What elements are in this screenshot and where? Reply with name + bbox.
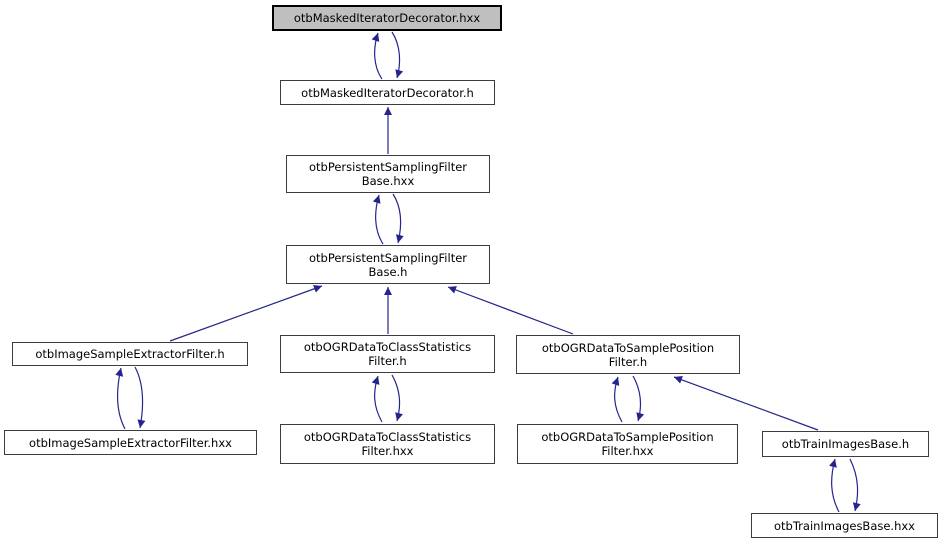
edge-trainimagesbase-h-to-ogrsampleposition-h bbox=[673, 376, 819, 431]
node-label: otbMaskedIteratorDecorator.h bbox=[301, 85, 474, 100]
node-otbimagesampleextractorfilter-h[interactable]: otbImageSampleExtractorFilter.h bbox=[12, 342, 248, 366]
edge-maskediterator-h-to-hxx bbox=[371, 32, 383, 80]
node-label: otbOGRDataToClassStatistics Filter.hxx bbox=[303, 430, 472, 458]
node-otbpersistentsamplingfilterbase-h[interactable]: otbPersistentSamplingFilter Base.h bbox=[286, 245, 490, 284]
node-label: otbPersistentSamplingFilter Base.h bbox=[308, 250, 468, 279]
edge-ogrsampleposition-h-to-persistentsampling-h bbox=[447, 286, 574, 335]
edge-imagesampleextractor-h-to-persistentsampling-h bbox=[169, 284, 323, 342]
node-label: otbTrainImagesBase.h bbox=[781, 437, 910, 451]
edge-maskediterator-hxx-to-h bbox=[391, 31, 404, 79]
edge-ogrsampleposition-h-to-hxx bbox=[632, 375, 645, 422]
node-otbpersistentsamplingfilterbase-hxx[interactable]: otbPersistentSamplingFilter Base.hxx bbox=[286, 155, 490, 193]
node-label: otbPersistentSamplingFilter Base.hxx bbox=[308, 160, 468, 188]
node-otbmaskediteratordecorator-h[interactable]: otbMaskedIteratorDecorator.h bbox=[280, 80, 495, 105]
node-otbogrdatatoclassstatisticsfilter-h[interactable]: otbOGRDataToClassStatistics Filter.h bbox=[280, 335, 495, 373]
node-otbmaskediteratordecorator-hxx: otbMaskedIteratorDecorator.hxx bbox=[272, 5, 502, 31]
edge-imagesampleextractor-h-to-hxx bbox=[134, 366, 146, 429]
edge-persistentsampling-hxx-to-h bbox=[392, 193, 404, 244]
node-otbogrdatatosamplepositionfilter-hxx[interactable]: otbOGRDataToSamplePosition Filter.hxx bbox=[517, 424, 738, 464]
node-label: otbImageSampleExtractorFilter.h bbox=[35, 347, 225, 361]
edge-ogrclassstatistics-h-to-hxx bbox=[391, 374, 403, 422]
node-otbogrdatatoclassstatisticsfilter-hxx[interactable]: otbOGRDataToClassStatistics Filter.hxx bbox=[280, 424, 495, 464]
edge-persistentsampling-h-to-hxx bbox=[372, 194, 384, 245]
node-label: otbOGRDataToSamplePosition Filter.h bbox=[541, 340, 715, 369]
node-label: otbTrainImagesBase.hxx bbox=[773, 518, 915, 533]
node-otbtrainimagesbase-hxx[interactable]: otbTrainImagesBase.hxx bbox=[751, 513, 938, 538]
edge-trainimagesbase-h-to-hxx bbox=[849, 458, 861, 512]
node-otbogrdatatosamplepositionfilter-h[interactable]: otbOGRDataToSamplePosition Filter.h bbox=[516, 335, 740, 374]
edge-imagesampleextractor-hxx-to-h bbox=[115, 367, 126, 430]
edge-ogrclassstatistics-hxx-to-h bbox=[371, 375, 383, 423]
node-label: otbOGRDataToClassStatistics Filter.h bbox=[303, 340, 472, 368]
node-label: otbMaskedIteratorDecorator.hxx bbox=[293, 11, 481, 25]
node-otbimagesampleextractorfilter-hxx[interactable]: otbImageSampleExtractorFilter.hxx bbox=[4, 430, 257, 455]
node-label: otbOGRDataToSamplePosition Filter.hxx bbox=[541, 430, 714, 458]
edge-trainimagesbase-hxx-to-h bbox=[829, 458, 840, 513]
node-label: otbImageSampleExtractorFilter.hxx bbox=[29, 435, 232, 450]
edge-ogrsampleposition-hxx-to-h bbox=[611, 376, 623, 423]
node-otbtrainimagesbase-h[interactable]: otbTrainImagesBase.h bbox=[762, 431, 929, 457]
